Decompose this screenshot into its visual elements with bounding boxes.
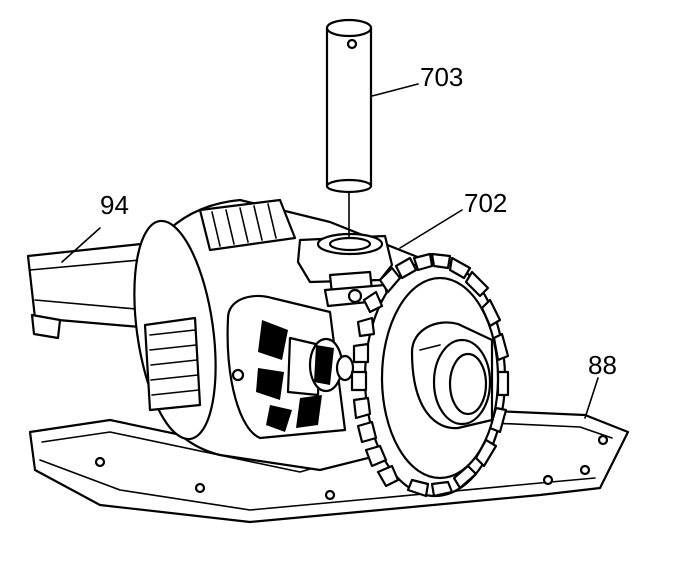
spider-gear <box>256 320 355 432</box>
pinion-shaft-boss <box>296 232 394 308</box>
callout-703: 703 <box>420 62 463 92</box>
side-bearing-hub <box>410 321 494 430</box>
pin-installer-tool <box>325 18 373 239</box>
leader-702 <box>399 209 463 249</box>
callout-94: 94 <box>100 190 129 220</box>
helical-gear-upper <box>198 198 297 252</box>
callout-702: 702 <box>464 188 507 218</box>
callout-88: 88 <box>588 350 617 380</box>
ring-gear <box>350 252 510 498</box>
leader-703 <box>371 83 419 97</box>
leader-lines <box>61 83 599 419</box>
leader-88 <box>584 377 599 419</box>
helical-gear-lower <box>143 316 202 412</box>
ring-gear-teeth <box>350 252 510 498</box>
leader-94 <box>61 227 101 263</box>
